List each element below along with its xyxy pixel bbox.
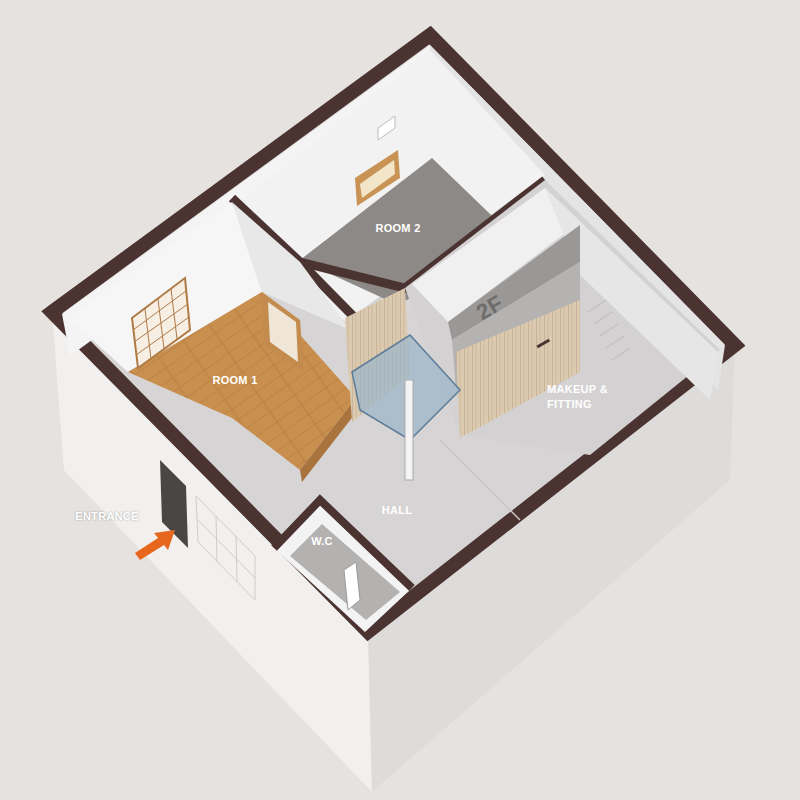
shoji-window — [132, 278, 190, 368]
room1-floor-edge — [300, 398, 358, 482]
wc-wall — [274, 500, 412, 588]
outer-wall-rim — [52, 35, 735, 632]
room2-vent — [378, 116, 395, 140]
room-label: ROOM 2 — [375, 222, 420, 234]
brick-wall — [456, 300, 580, 438]
room-label: W.C — [311, 535, 333, 547]
room2-window — [355, 150, 400, 206]
room-label: HALL — [382, 504, 413, 516]
floor-line — [440, 440, 520, 520]
entrance-arrow — [135, 530, 175, 560]
room-label: MAKEUP & FITTING — [547, 382, 619, 412]
makeup-floor — [405, 180, 720, 455]
support-pole — [405, 380, 413, 480]
room-label: ROOM 1 — [212, 374, 257, 386]
wc-floor — [290, 524, 400, 620]
wall-lamp — [536, 339, 550, 349]
wc-walls — [274, 500, 412, 632]
room-label: ENTRANCE — [75, 510, 139, 522]
wc-door — [344, 562, 360, 610]
room1-door-panel — [268, 302, 298, 362]
room1-door — [262, 292, 304, 372]
stairs — [588, 300, 630, 360]
room2-window-glass — [360, 160, 395, 198]
